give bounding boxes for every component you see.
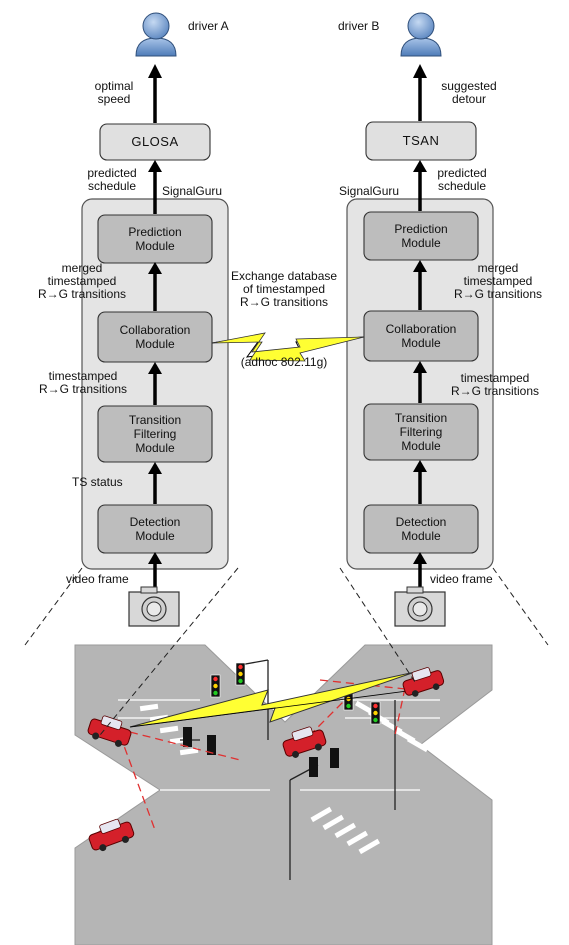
traffic-light-icon [210,674,221,698]
right-timestamped-label: timestamped R→G transitions [450,371,540,398]
right-collaboration-module: Collaboration Module [385,322,457,350]
right-tsan-box [365,121,477,161]
road-surface [74,644,493,945]
arrow-heads [148,64,427,564]
exchange-database-label: Exchange database of timestamped R→G tra… [230,269,338,309]
traffic-light-icon [235,662,246,686]
glosa-app-label: GLOSA [131,134,179,149]
ts-status-label: TS status [72,475,123,489]
collaboration-link [211,332,365,362]
car-icon-c [402,667,445,697]
person-icon-driver-a [135,12,177,57]
right-detection-box [363,504,479,554]
traffic-light-icon [207,735,216,755]
right-filtering-box [363,403,479,461]
traffic-light-icon [330,748,339,768]
crosswalk-bottom [310,806,381,855]
driver-a-label: driver A [188,19,229,33]
left-predicted-schedule-label: predicted schedule [87,166,137,193]
left-prediction-module: Prediction Module [128,225,182,253]
intersection-illustration [74,644,493,945]
right-prediction-box [363,211,479,261]
view-projection-lines [24,567,549,736]
traffic-light-icon [309,757,318,777]
traffic-light-icon [370,701,381,725]
right-merged-label: merged timestamped R→G transitions [453,261,543,301]
left-merged-label: merged timestamped R→G transitions [37,261,127,301]
right-collaboration-box [363,310,479,362]
adhoc-link-label: (adhoc 802.11g) [240,355,328,369]
camera-icon-left [128,586,180,627]
left-video-frame-label: video frame [66,572,129,586]
right-prediction-module: Prediction Module [394,222,448,250]
left-filtering-module: Transition Filtering Module [128,413,182,455]
left-detection-module: Detection Module [129,515,181,543]
adhoc-lightning-icon [211,332,365,362]
left-timestamped-label: timestamped R→G transitions [38,369,128,396]
car-icon-d [88,818,135,852]
flow-arrows [153,74,422,598]
lane-lines [118,699,440,791]
camera-sight-lines [119,679,416,831]
car-icon-b [282,726,327,758]
camera-icon-right [394,586,446,627]
right-predicted-schedule-label: predicted schedule [437,166,487,193]
left-collaboration-module: Collaboration Module [119,323,191,351]
optimal-speed-label: optimal speed [94,79,134,106]
driver-b-label: driver B [338,19,380,33]
traffic-light-icon [183,727,192,747]
tsan-app-label: TSAN [402,133,440,148]
left-signalguru-label: SignalGuru [162,184,223,198]
right-signalguru-label: SignalGuru [339,184,400,198]
suggested-detour-label: suggested detour [441,79,497,106]
right-filtering-module: Transition Filtering Module [394,411,448,453]
right-video-frame-label: video frame [430,572,493,586]
car-icon-a [87,715,132,747]
person-icon-driver-b [400,12,442,57]
right-detection-module: Detection Module [395,515,447,543]
